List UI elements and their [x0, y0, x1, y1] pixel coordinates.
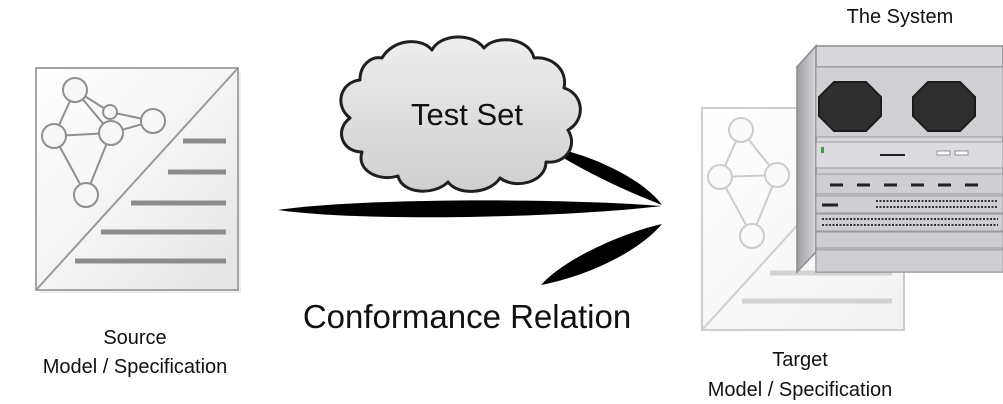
fan-right-icon: [912, 81, 976, 132]
test-set-label: Test Set: [392, 97, 542, 133]
target-label-line1: Target: [772, 349, 828, 371]
source-label-line1: Source: [103, 327, 167, 349]
target-graph-icon: [707, 117, 790, 249]
target-label: Target Model / Specification: [650, 345, 950, 404]
target-text-lines: [742, 270, 892, 304]
network-switch-icon: [795, 44, 1003, 274]
source-text-lines: [75, 138, 226, 264]
system-label-text: The System: [846, 6, 954, 28]
cloud-icon: [339, 35, 582, 193]
source-document-icon: [35, 67, 241, 293]
fan-left-icon: [818, 81, 882, 132]
target-label-line2: Model / Specification: [707, 379, 893, 401]
source-graph-icon: [41, 77, 166, 208]
arrow-icon: [278, 147, 662, 285]
conformance-relation-label-text: Conformance Relation: [302, 298, 632, 335]
test-set-label-text: Test Set: [411, 97, 523, 132]
conformance-relation-label: Conformance Relation: [282, 298, 652, 336]
system-label: The System: [800, 6, 1000, 29]
source-label-line2: Model / Specification: [42, 356, 228, 378]
source-label: Source Model / Specification: [0, 324, 270, 382]
